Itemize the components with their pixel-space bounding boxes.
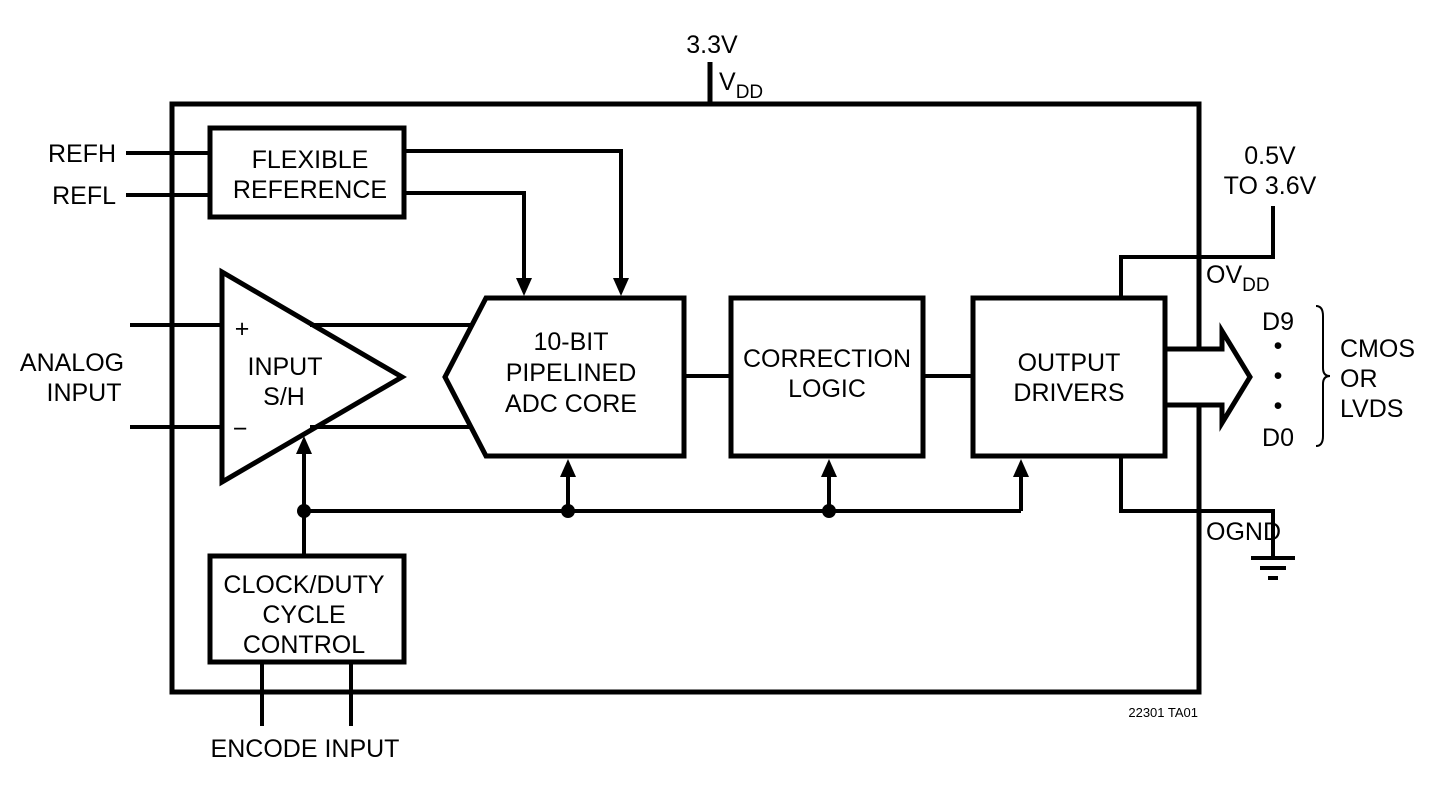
- output-drivers-line2: DRIVERS: [1013, 379, 1124, 407]
- ovdd-range-line2: TO 3.6V: [1224, 172, 1317, 200]
- vdd-voltage-label: 3.3V: [686, 31, 738, 59]
- clock-block-line2: CYCLE: [262, 601, 345, 629]
- reference-arrow-b: [516, 278, 532, 296]
- flexible-reference-block: [207, 125, 407, 220]
- clock-to-correction-arrow: [821, 459, 837, 477]
- refh-label: REFH: [48, 140, 116, 168]
- output-drivers-line1: OUTPUT: [1018, 349, 1121, 377]
- ognd-label: OGND: [1206, 518, 1281, 546]
- flexible-reference-line2: REFERENCE: [233, 176, 387, 204]
- output-type-line1: CMOS: [1340, 335, 1415, 363]
- minus-sign: −: [233, 415, 248, 443]
- output-type-line3: LVDS: [1340, 395, 1403, 423]
- clock-duty-cycle-block: [207, 553, 407, 665]
- correction-logic-line1: CORRECTION: [743, 345, 911, 373]
- output-d9-label: D9: [1262, 308, 1294, 336]
- ovdd-range-line1: 0.5V: [1244, 142, 1296, 170]
- clock-to-drivers-arrow: [1013, 459, 1029, 477]
- clock-block-line3: CONTROL: [243, 631, 365, 659]
- figure-id: 22301 TA01: [1128, 705, 1198, 720]
- sample-hold-line2: S/H: [263, 383, 305, 411]
- vdd-label: VDD: [719, 68, 763, 103]
- clock-to-adc-arrow: [560, 459, 576, 477]
- output-bus-arrow: [1162, 322, 1253, 432]
- ovdd-label: OVDD: [1206, 261, 1270, 296]
- output-d0-label: D0: [1262, 424, 1294, 452]
- ognd-line: [1119, 456, 1275, 556]
- clock-to-sh-arrow: [296, 436, 312, 454]
- adc-core-line2: PIPELINED: [506, 359, 637, 387]
- output-type-line2: OR: [1340, 365, 1378, 393]
- sample-hold-line1: INPUT: [248, 353, 323, 381]
- encode-input-label: ENCODE INPUT: [211, 735, 400, 763]
- refl-label: REFL: [52, 182, 116, 210]
- reference-to-adc-wire-b: [404, 191, 526, 282]
- output-brace: [1315, 305, 1331, 447]
- ovdd-line: [1119, 206, 1275, 298]
- reference-to-adc-wire-a: [404, 149, 623, 282]
- analog-input-label-line2: INPUT: [47, 379, 122, 407]
- correction-logic-line2: LOGIC: [788, 375, 866, 403]
- adc-core-line1: 10-BIT: [533, 328, 608, 356]
- analog-input-label-line1: ANALOG: [20, 349, 124, 377]
- adc-core-block: [442, 295, 687, 459]
- output-dot-3: •: [1274, 392, 1283, 420]
- plus-sign: +: [235, 315, 250, 343]
- output-drivers-block: [970, 295, 1168, 459]
- clock-block-line1: CLOCK/DUTY: [223, 571, 384, 599]
- output-dot-1: •: [1274, 332, 1283, 360]
- output-dot-2: •: [1274, 362, 1283, 390]
- flexible-reference-line1: FLEXIBLE: [252, 146, 369, 174]
- adc-core-line3: ADC CORE: [505, 390, 637, 418]
- reference-arrow-a: [613, 278, 629, 296]
